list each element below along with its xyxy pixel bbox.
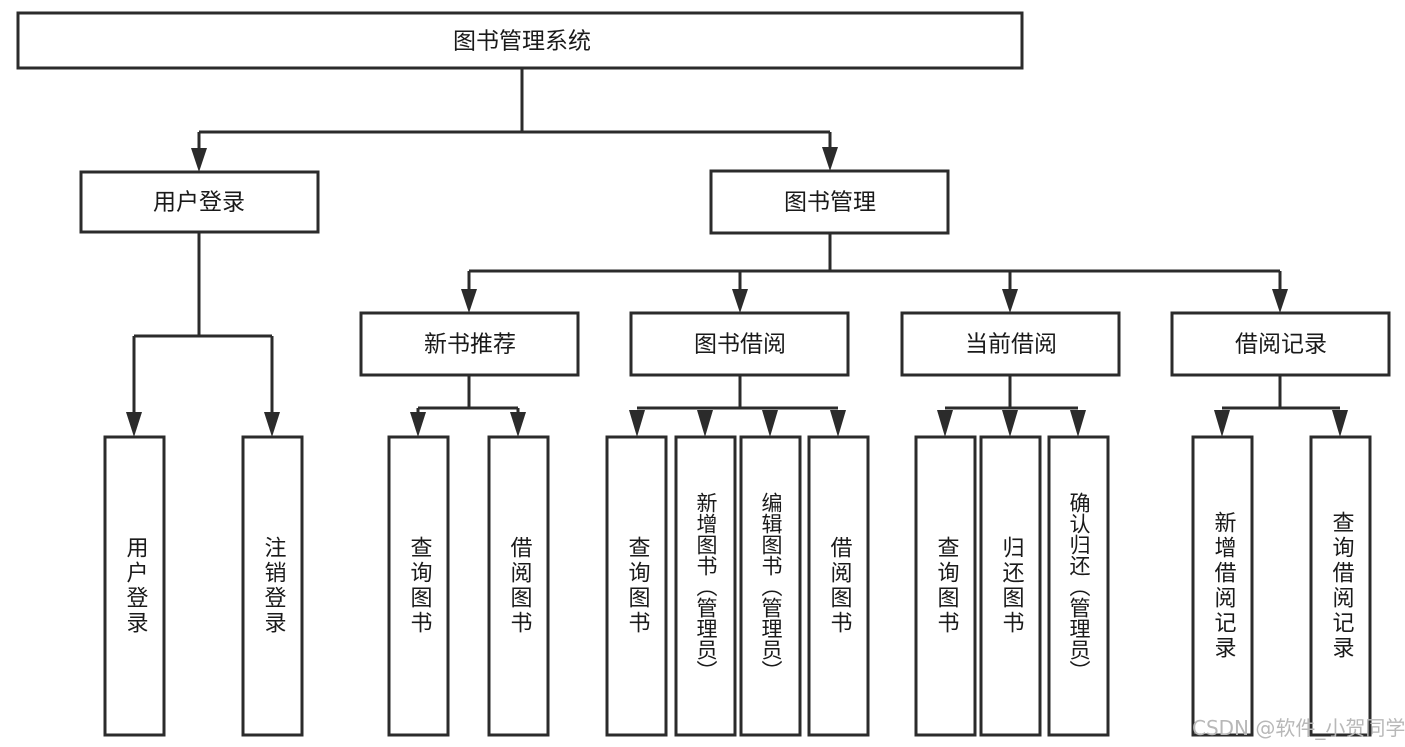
node-new-book-recommend-label: 新书推荐 [424,332,516,358]
arrow-br-leaf-2 [1332,410,1348,437]
leaf-rect-cb-return-book[interactable] [979,435,1042,737]
node-current-borrow[interactable]: 当前借阅 [900,311,1121,377]
leaf-rect-logout[interactable] [241,435,304,737]
leaf-rect-nb-query-book[interactable] [387,435,450,737]
arrow-nb-leaf-1 [410,412,426,437]
leaf-rect-bb-borrow-book[interactable] [807,435,870,737]
node-book-manage-rect[interactable] [709,169,950,235]
arrow-br-leaf-1 [1214,410,1230,437]
node-current-borrow-rect[interactable] [900,311,1121,377]
arrow-bb-leaf-2 [697,410,713,437]
node-book-borrow-rect[interactable] [629,311,850,377]
csdn-watermark: CSDN @软件_小贺同学 [1192,716,1405,740]
leaf-nodes-layer [103,435,1372,737]
arrow-cb-leaf-3 [1070,410,1086,437]
arrow-bb-leaf-4 [830,410,846,437]
node-user-login[interactable]: 用户登录 [79,170,320,234]
node-user-login-rect[interactable] [79,170,320,234]
arrow-leaf-logout [264,412,280,437]
leaf-rect-bb-edit-book[interactable] [739,435,802,737]
arrow-bb-leaf-1 [629,410,645,437]
arrow-cb-leaf-2 [1002,410,1018,437]
arrow-user-login [191,148,207,172]
connectors-layer [126,68,1348,437]
leaf-rect-br-query-record[interactable] [1309,435,1372,737]
node-new-book-recommend-rect[interactable] [359,311,580,377]
arrow-leaf-user-login [126,412,142,437]
arrow-book-borrow [732,289,748,313]
arrow-borrow-record [1272,289,1288,313]
node-borrow-record[interactable]: 借阅记录 [1170,311,1391,377]
arrow-bb-leaf-3 [762,410,778,437]
node-root-label: 图书管理系统 [453,29,591,55]
node-current-borrow-label: 当前借阅 [965,332,1057,358]
leaf-rect-user-login[interactable] [103,435,166,737]
node-book-borrow-label: 图书借阅 [694,332,786,358]
node-borrow-record-rect[interactable] [1170,311,1391,377]
leaf-rect-bb-query-book[interactable] [605,435,668,737]
node-book-borrow[interactable]: 图书借阅 [629,311,850,377]
arrow-current-borrow [1002,289,1018,313]
arrow-new-book [461,289,477,313]
leaf-rect-br-add-record[interactable] [1191,435,1254,737]
node-borrow-record-label: 借阅记录 [1235,332,1327,358]
node-root-rect[interactable] [16,11,1024,70]
arrow-book-manage [822,147,838,171]
arrow-cb-leaf-1 [937,410,953,437]
node-root[interactable]: 图书管理系统 [16,11,1024,70]
leaf-rect-cb-query-book[interactable] [914,435,977,737]
leaf-rect-bb-add-book[interactable] [674,435,737,737]
node-book-manage-label: 图书管理 [784,190,876,216]
node-user-login-label: 用户登录 [153,190,245,216]
node-new-book-recommend[interactable]: 新书推荐 [359,311,580,377]
leaf-rect-cb-confirm-return[interactable] [1047,435,1110,737]
node-book-manage[interactable]: 图书管理 [709,169,950,235]
leaf-rect-nb-borrow-book[interactable] [487,435,550,737]
arrow-nb-leaf-2 [510,412,526,437]
